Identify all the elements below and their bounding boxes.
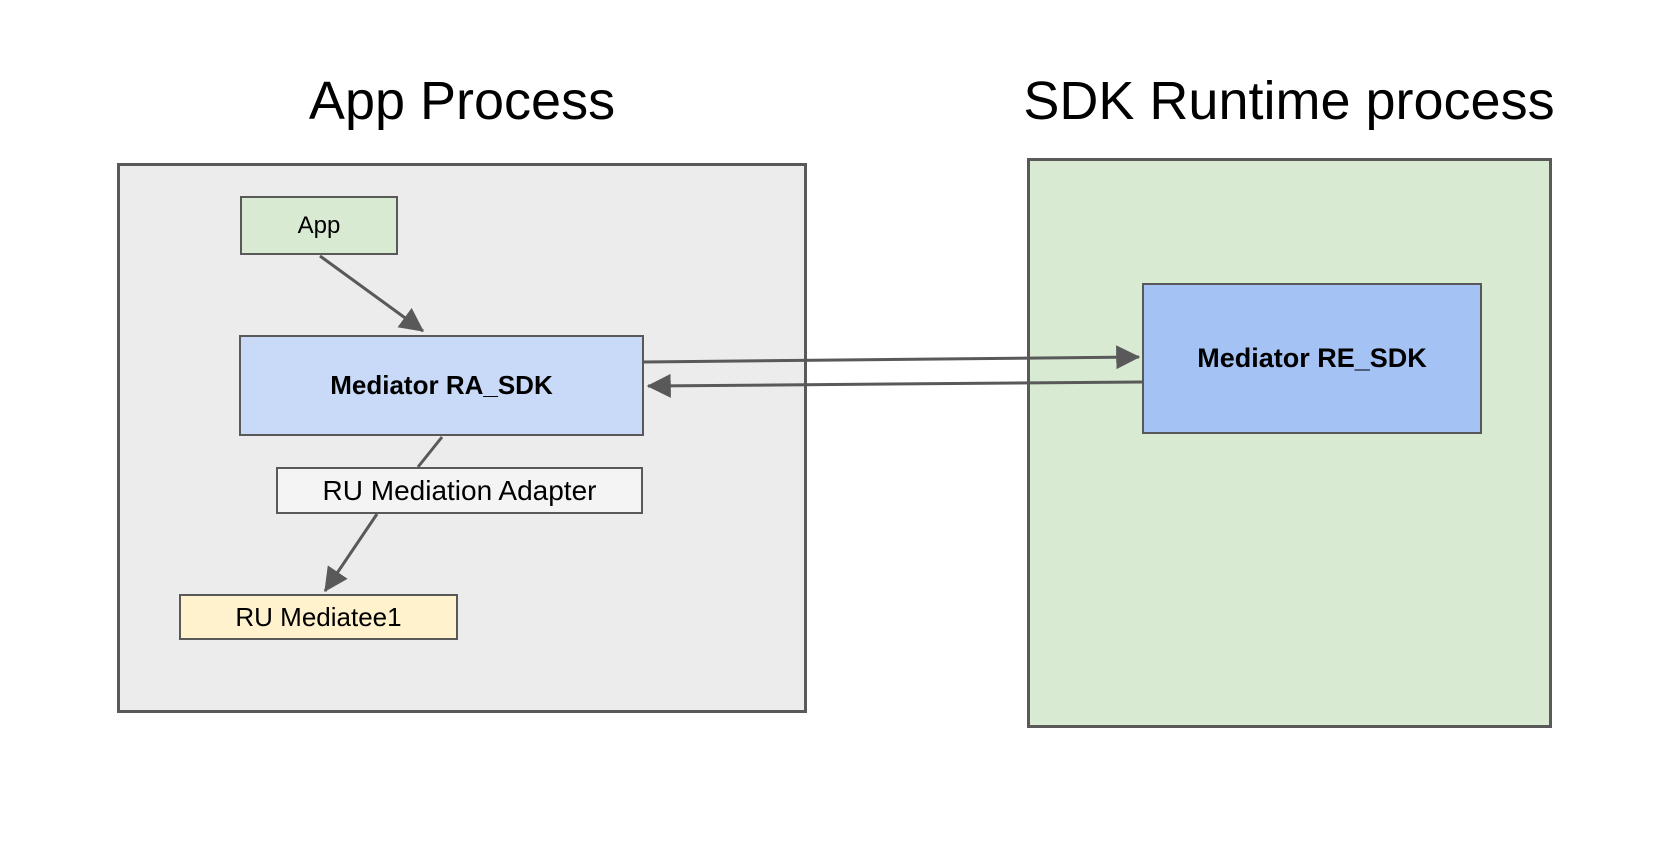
sdk-runtime-container (1027, 158, 1552, 728)
node-ru-mediation-adapter-label: RU Mediation Adapter (322, 474, 597, 506)
node-ru-mediation-adapter: RU Mediation Adapter (276, 467, 643, 514)
node-ru-mediatee1: RU Mediatee1 (179, 594, 458, 640)
app-process-title: App Process (308, 71, 616, 131)
node-mediator-re-sdk-label: Mediator RE_SDK (1197, 343, 1427, 373)
node-mediator-ra-sdk: Mediator RA_SDK (239, 335, 644, 436)
node-mediator-ra-sdk-label: Mediator RA_SDK (330, 370, 553, 400)
sdk-runtime-title: SDK Runtime process (1023, 71, 1555, 131)
node-ru-mediatee1-label: RU Mediatee1 (235, 601, 402, 632)
node-mediator-re-sdk: Mediator RE_SDK (1142, 283, 1482, 434)
node-app-label: App (297, 211, 341, 239)
node-app: App (240, 196, 398, 255)
